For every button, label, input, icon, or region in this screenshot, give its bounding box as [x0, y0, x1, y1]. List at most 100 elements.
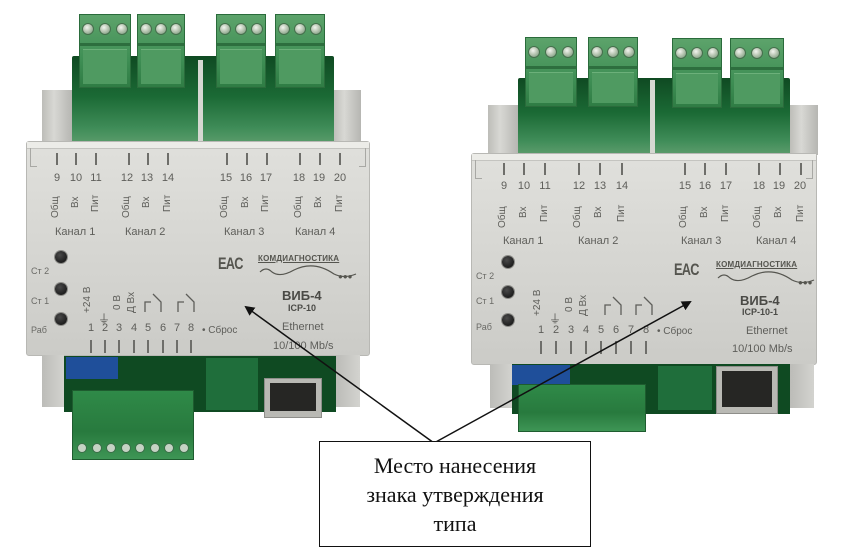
- led-status-2: [55, 251, 67, 263]
- pin-number: 8: [642, 324, 650, 336]
- callout-line: Место нанесения: [373, 452, 537, 478]
- pin-number: 20: [793, 180, 807, 192]
- front-panel: [471, 153, 817, 365]
- screw-icon: [219, 23, 231, 35]
- rail-flange-left: [42, 90, 72, 150]
- pin-number: 9: [500, 180, 508, 192]
- front-panel: [26, 141, 370, 356]
- pin-number: 4: [130, 322, 138, 334]
- pcb-divider: [198, 60, 203, 146]
- screw-icon: [139, 23, 152, 35]
- screw-icon: [675, 47, 687, 59]
- channel-label: Канал 1: [55, 226, 96, 238]
- screw-icon: [623, 46, 635, 58]
- blue-component: [66, 357, 118, 379]
- led-status-1: [55, 283, 67, 295]
- rail-foot-left: [490, 364, 512, 408]
- rail-foot-left: [42, 355, 64, 407]
- ground-icon: ⏚: [98, 312, 111, 326]
- terminal-block-channel-3[interactable]: [672, 38, 722, 108]
- pin-number: 2: [101, 322, 109, 334]
- terminal-block-channel-2[interactable]: [137, 14, 185, 88]
- power-io-terminal-block[interactable]: [72, 390, 194, 460]
- screw-icon: [528, 46, 541, 58]
- reset-button[interactable]: • Сброс: [657, 326, 693, 337]
- screw-icon: [544, 46, 557, 58]
- pin-number: 11: [539, 180, 551, 192]
- pin-number: 7: [173, 322, 181, 334]
- led-label: Ст 2: [476, 271, 495, 281]
- terminal-block-channel-1[interactable]: [79, 14, 131, 88]
- led-label: Ст 2: [31, 266, 50, 276]
- terminal-block-channel-4[interactable]: [730, 38, 784, 108]
- channel-label: Канал 2: [125, 226, 166, 238]
- led-label: Раб: [476, 322, 492, 332]
- screw-icon: [591, 46, 603, 58]
- channel-label: Канал 2: [578, 235, 619, 247]
- brand-dots-icon: ●●●: [798, 278, 813, 287]
- pin-number: 1: [537, 324, 545, 336]
- pin-number: 10: [517, 180, 531, 192]
- led-work: [502, 314, 514, 326]
- channel-label: Канал 1: [503, 235, 544, 247]
- blue-component: [512, 365, 570, 385]
- screw-icon: [310, 23, 322, 35]
- channel-label: Канал 4: [756, 235, 797, 247]
- reset-button[interactable]: • Сброс: [202, 325, 238, 336]
- pin-number: 12: [120, 172, 134, 184]
- ethernet-port[interactable]: [264, 378, 322, 418]
- model-variant: ICP-10-1: [742, 307, 779, 317]
- terminal-block-channel-1[interactable]: [525, 37, 577, 107]
- led-status-1: [502, 286, 514, 298]
- pin-number: 3: [115, 322, 123, 334]
- screw-icon: [154, 23, 167, 35]
- terminal-block-channel-2[interactable]: [588, 37, 638, 107]
- power-io-terminal-block[interactable]: [518, 384, 646, 432]
- led-work: [55, 313, 67, 325]
- screw-icon: [607, 46, 619, 58]
- pin-number: 16: [239, 172, 253, 184]
- pin-number: 8: [187, 322, 195, 334]
- pin-number: 11: [90, 172, 102, 184]
- arrow-to-right-device: [433, 301, 692, 444]
- brand-logo: КОМДИАГНОСТИКА: [258, 254, 340, 263]
- brand-logo: КОМДИАГНОСТИКА: [716, 260, 798, 269]
- brand-wave-icon: [259, 265, 357, 278]
- pin-number: 14: [161, 172, 175, 184]
- led-label: Ст 1: [31, 296, 50, 306]
- pin-number: 12: [572, 180, 586, 192]
- screw-icon: [115, 23, 128, 35]
- pin-number: 15: [678, 180, 692, 192]
- pin-number: 1: [87, 322, 95, 334]
- eac-mark: EAC: [218, 254, 243, 273]
- terminal-block-channel-3[interactable]: [216, 14, 266, 88]
- screw-icon: [707, 47, 719, 59]
- ethernet-port[interactable]: [716, 366, 778, 414]
- channel-label: Канал 3: [224, 226, 265, 238]
- device-left: 9 10 11 12 13 14 15 16 17 18 19 20 Общ В…: [0, 0, 440, 470]
- model-variant: ICP-10: [288, 303, 317, 313]
- pin-number: 20: [333, 172, 347, 184]
- callout-line: типа: [433, 510, 477, 536]
- brand-dots-icon: ●●●: [338, 272, 353, 281]
- pin-number: 17: [719, 180, 733, 192]
- brand-wave-icon: [717, 271, 815, 284]
- ethernet-speed: 10/100 Mb/s: [273, 340, 334, 352]
- callout-line: знака утверждения: [366, 481, 544, 507]
- pin-number: 14: [615, 180, 629, 192]
- terminal-block-channel-4[interactable]: [275, 14, 325, 88]
- pin-number: 5: [144, 322, 152, 334]
- callout-box: Место нанесения знака утверждения типа: [319, 441, 591, 547]
- relay-contact-icon: [635, 296, 653, 315]
- pin-number: 3: [567, 324, 575, 336]
- screw-icon: [733, 47, 746, 59]
- arrow-to-left-device: [244, 305, 435, 444]
- device-right: 9 10 11 12 13 14 15 16 17 18 19 20 Общ В…: [471, 37, 818, 432]
- pin-number: 7: [627, 324, 635, 336]
- pin-number: 13: [593, 180, 607, 192]
- screw-icon: [278, 23, 290, 35]
- pin-number: 19: [772, 180, 786, 192]
- screw-icon: [235, 23, 247, 35]
- pcb-middle: [206, 358, 258, 410]
